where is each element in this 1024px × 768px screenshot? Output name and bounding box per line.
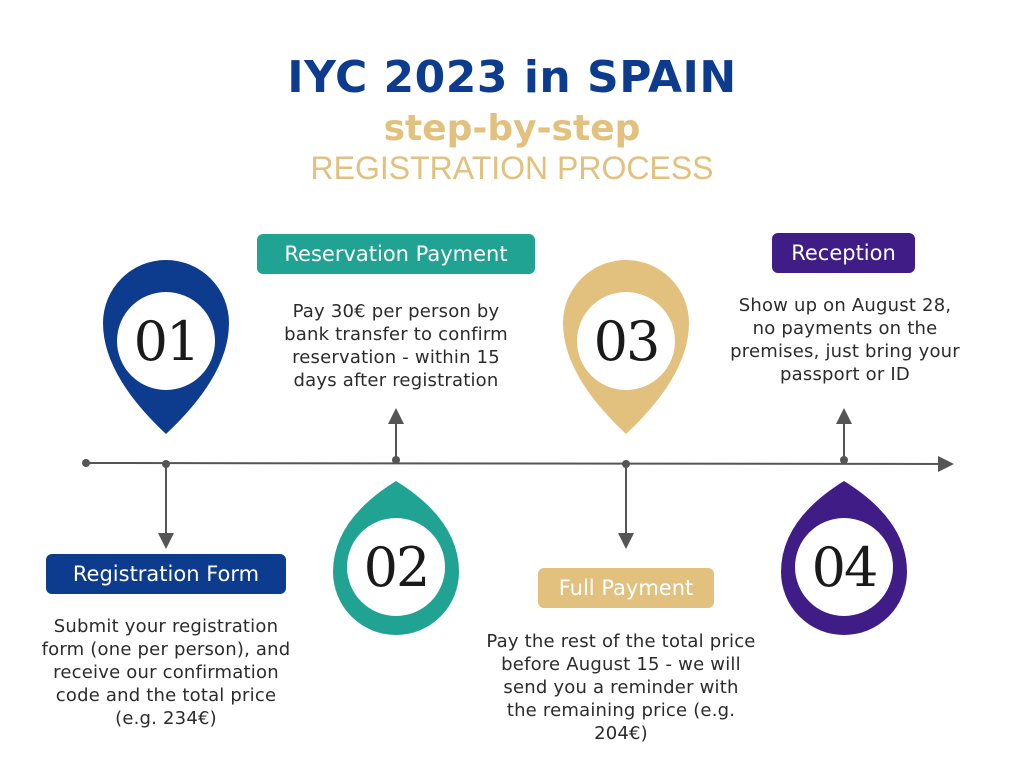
timeline-start-dot — [82, 459, 90, 467]
step-1-description-line: Submit your registration — [53, 616, 279, 637]
step-1-description-line: code and the total price — [55, 685, 277, 706]
step-2-label: Reservation Payment — [257, 234, 535, 274]
step-4-label: Reception — [772, 233, 915, 273]
step-3-description-line: Pay the rest of the total price — [486, 631, 756, 652]
step-1-description: Submit your registration form (one per p… — [10, 615, 322, 730]
page-title: IYC 2023 in SPAIN — [287, 52, 737, 103]
step-4-description-line: Show up on August 28, — [738, 295, 952, 316]
step-1-label: Registration Form — [46, 554, 286, 594]
step-2-description: Pay 30€ per person by bank transfer to c… — [246, 300, 546, 392]
step-3-description-line: the remaining price (e.g. — [506, 700, 736, 721]
step-2-description-line: reservation - within 15 — [292, 347, 500, 368]
step-2-number: 02 — [364, 536, 429, 599]
timeline-axis — [85, 455, 954, 472]
step-4-description-line: premises, just bring your — [730, 341, 960, 362]
step-1-number: 01 — [134, 310, 199, 373]
step-2-description-line: Pay 30€ per person by — [292, 301, 500, 322]
step-2-description-line: days after registration — [293, 370, 499, 391]
step-4-number: 04 — [812, 536, 877, 599]
page-subtitle-2: REGISTRATION PROCESS — [310, 150, 714, 186]
step-4-description: Show up on August 28, no payments on the… — [700, 294, 990, 386]
step-3-pin: 03 — [563, 260, 689, 434]
step-1-description-line: (e.g. 234€) — [115, 708, 217, 729]
page-subtitle: step-by-step — [383, 108, 641, 149]
step-1-description-line: receive our confirmation — [53, 662, 279, 683]
step-3-label: Full Payment — [538, 568, 714, 608]
step-4-description-line: passport or ID — [780, 364, 910, 385]
step-4-pin: 04 — [781, 481, 907, 635]
step-3-description-line: 204€) — [594, 723, 648, 744]
step-3-description: Pay the rest of the total price before A… — [446, 630, 796, 745]
step-1-description-line: form (one per person), and — [41, 639, 291, 660]
step-3-number: 03 — [594, 310, 659, 373]
step-4-description-line: no payments on the — [752, 318, 938, 339]
step-3-description-line: before August 15 - we will — [501, 654, 741, 675]
step-2-description-line: bank transfer to confirm — [284, 324, 508, 345]
step-2-pin: 02 — [333, 481, 459, 635]
step-1-pin: 01 — [103, 260, 229, 434]
step-3-description-line: send you a reminder with — [503, 677, 739, 698]
